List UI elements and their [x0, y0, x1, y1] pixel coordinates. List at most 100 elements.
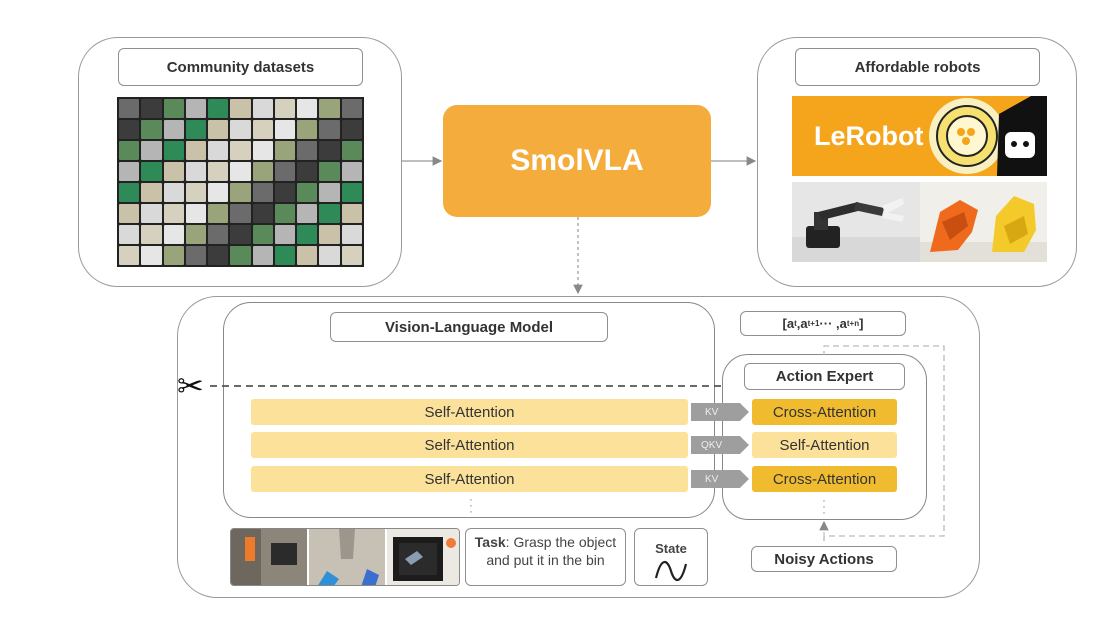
dataset-thumbnail: [252, 162, 273, 181]
vlm-self-attention-layer-2: Self-Attention: [251, 432, 688, 458]
dataset-thumbnail: [141, 225, 162, 244]
expert-more-layers-dots: ···: [822, 493, 826, 519]
dataset-thumbnail: [297, 141, 318, 160]
dataset-thumbnail: [141, 99, 162, 118]
dataset-thumbnail: [230, 183, 251, 202]
dataset-thumbnail-mosaic: [117, 97, 364, 267]
vlm-label: Vision-Language Model: [330, 312, 608, 342]
dataset-thumbnail: [297, 204, 318, 223]
dataset-thumbnail: [119, 120, 140, 139]
dataset-thumbnail: [274, 120, 296, 139]
dataset-thumbnail: [252, 99, 273, 118]
action-expert-label: Action Expert: [744, 363, 905, 390]
dataset-thumbnail: [208, 204, 229, 223]
dataset-thumbnail: [341, 183, 362, 202]
action-chunk-open: [a: [782, 316, 795, 331]
dataset-thumbnail: [141, 183, 162, 202]
dataset-thumbnail: [341, 225, 362, 244]
lerobot-mascot-icon: [929, 96, 1047, 176]
dataset-thumbnail: [208, 141, 229, 160]
noisy-actions-label: Noisy Actions: [751, 546, 897, 572]
dataset-thumbnail: [185, 183, 207, 202]
dataset-thumbnail: [319, 246, 340, 265]
dataset-thumbnail: [319, 120, 340, 139]
dataset-thumbnail: [297, 183, 318, 202]
vlm-more-layers-dots: ···: [469, 492, 473, 518]
dataset-thumbnail: [208, 120, 229, 139]
scissors-icon: ✂: [177, 368, 204, 404]
action-chunk-mid: ,a: [796, 316, 808, 331]
expert-cross-attention-layer-2: Cross-Attention: [752, 466, 897, 492]
dataset-thumbnail: [319, 141, 340, 160]
lerobot-banner: LeRobot: [792, 96, 1047, 176]
dataset-thumbnail: [208, 162, 229, 181]
action-chunk-sub-t1: t+1: [807, 319, 820, 328]
kv-connector-2: KV: [691, 470, 749, 488]
dataset-thumbnail: [163, 246, 184, 265]
lerobot-logo-text: LeRobot: [814, 120, 924, 151]
dataset-thumbnail: [319, 225, 340, 244]
dataset-thumbnail: [252, 225, 273, 244]
dataset-thumbnail: [341, 99, 362, 118]
dataset-thumbnail: [230, 141, 251, 160]
dataset-thumbnail: [252, 183, 273, 202]
dataset-thumbnail: [185, 246, 207, 265]
dataset-thumbnail: [252, 246, 273, 265]
action-chunk-sub-tn: t+n: [846, 319, 860, 328]
dataset-thumbnail: [319, 99, 340, 118]
action-chunk-close: ]: [859, 316, 864, 331]
qkv-connector: QKV: [691, 436, 749, 454]
expert-cross-attention-layer-1: Cross-Attention: [752, 399, 897, 425]
camera-image-3: [387, 529, 459, 585]
dataset-thumbnail: [297, 120, 318, 139]
dataset-thumbnail: [297, 246, 318, 265]
action-chunk-dots: ··· ,a: [819, 316, 847, 331]
camera-image-2: [309, 529, 385, 585]
dataset-thumbnail: [208, 225, 229, 244]
state-box: State: [634, 528, 708, 586]
dataset-thumbnail: [319, 183, 340, 202]
affordable-robots-label: Affordable robots: [795, 48, 1040, 86]
dataset-thumbnail: [141, 162, 162, 181]
dataset-thumbnail: [119, 141, 140, 160]
camera-images-strip: [230, 528, 460, 586]
dataset-thumbnail: [163, 204, 184, 223]
dataset-thumbnail: [319, 162, 340, 181]
state-label: State: [655, 541, 687, 556]
dataset-thumbnail: [208, 99, 229, 118]
dataset-thumbnail: [297, 225, 318, 244]
dataset-thumbnail: [141, 120, 162, 139]
dataset-thumbnail: [119, 99, 140, 118]
task-instruction-box: Task: Grasp the object and put it in the…: [465, 528, 626, 586]
dataset-thumbnail: [274, 99, 296, 118]
expert-self-attention-layer: Self-Attention: [752, 432, 897, 458]
dataset-thumbnail: [274, 141, 296, 160]
dataset-thumbnail: [163, 141, 184, 160]
dataset-thumbnail: [208, 246, 229, 265]
dataset-thumbnail: [230, 204, 251, 223]
dataset-thumbnail: [230, 225, 251, 244]
dataset-thumbnail: [274, 204, 296, 223]
dataset-thumbnail: [230, 120, 251, 139]
vlm-self-attention-layer-1: Self-Attention: [251, 399, 688, 425]
smolvla-box: SmolVLA: [443, 105, 711, 217]
robot-arm-photo: [792, 182, 920, 262]
dataset-thumbnail: [185, 204, 207, 223]
dataset-thumbnail: [208, 183, 229, 202]
dataset-thumbnail: [341, 204, 362, 223]
dataset-thumbnail: [119, 162, 140, 181]
dataset-thumbnail: [185, 141, 207, 160]
state-wave-icon: [654, 561, 688, 581]
dataset-thumbnail: [185, 120, 207, 139]
dataset-thumbnail: [274, 246, 296, 265]
dataset-thumbnail: [141, 204, 162, 223]
dataset-thumbnail: [141, 141, 162, 160]
dataset-thumbnail: [230, 162, 251, 181]
dataset-thumbnail: [119, 246, 140, 265]
dataset-thumbnail: [341, 141, 362, 160]
dataset-thumbnail: [163, 99, 184, 118]
dataset-thumbnail: [185, 162, 207, 181]
vlm-self-attention-layer-3: Self-Attention: [251, 466, 688, 492]
dataset-thumbnail: [230, 99, 251, 118]
